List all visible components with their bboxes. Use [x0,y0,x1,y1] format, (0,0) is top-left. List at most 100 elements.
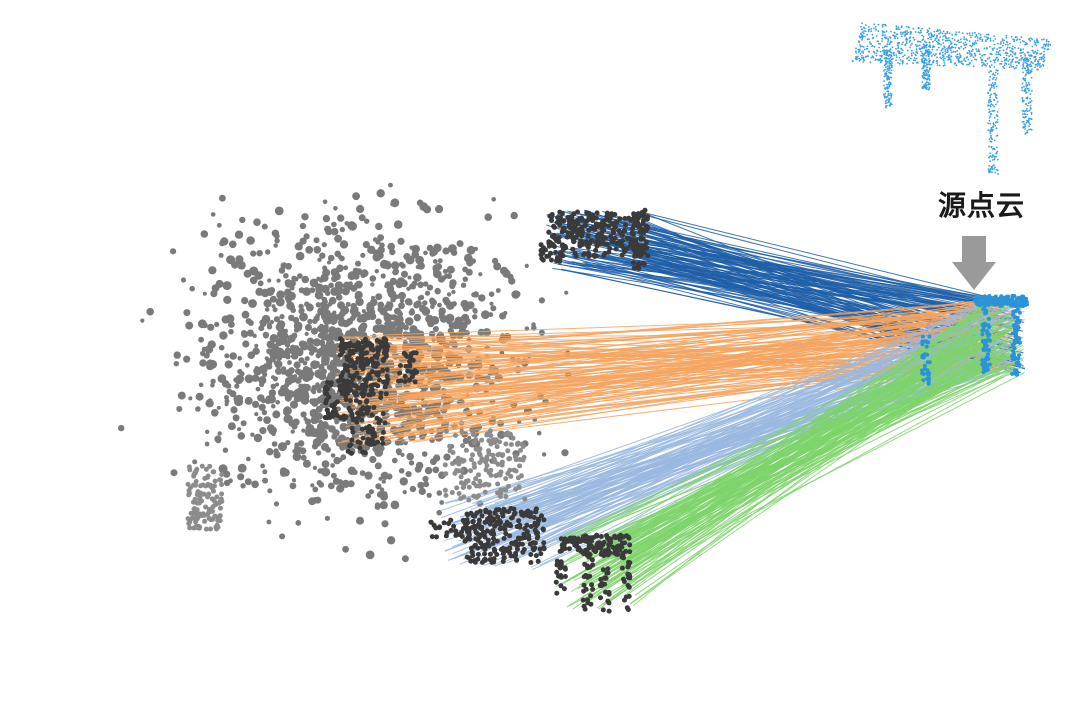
target-point [1020,294,1025,299]
source-point [976,50,978,53]
scene-point [340,454,347,461]
scene-point [325,290,331,296]
object-point [558,215,564,221]
target-point [986,333,991,338]
scene-point [369,275,377,282]
object-point [627,560,633,566]
object-point [214,494,220,500]
source-point [926,78,928,81]
scene-point [334,234,342,243]
scene-point [322,214,331,223]
source-point [883,95,886,98]
scene-point [221,380,230,388]
object-point [598,595,603,601]
source-point [884,100,887,103]
scene-point [292,478,296,483]
source-point [1001,38,1004,40]
source-point [999,54,1002,57]
object-point [636,261,641,266]
source-point [1047,40,1050,43]
object-point [610,544,616,550]
scene-point [449,331,458,340]
scene-point [198,382,204,388]
correspondence-line [404,300,1007,427]
target-point [1015,315,1020,320]
source-point [877,23,880,26]
source-point [881,40,883,42]
source-point [950,61,952,63]
scene-point [329,366,338,375]
scene-point [297,273,303,279]
target-point [1018,298,1023,303]
source-point [935,60,938,63]
scene-point [276,278,281,283]
source-point [924,40,926,43]
object-point [202,475,208,481]
source-point [964,44,967,46]
scene-point [244,362,250,368]
source-point [964,46,967,49]
object-point [469,549,475,555]
source-point [890,72,892,75]
correspondence-line [632,313,993,607]
source-point [989,122,991,125]
source-point [1010,65,1013,68]
scene-point [339,255,345,262]
target-point [1017,363,1022,368]
source-point [900,26,903,29]
source-point [890,51,893,54]
scene-point [315,353,321,359]
scene-point [390,296,396,303]
source-point [935,53,937,55]
scene-point [173,351,181,359]
object-point [606,591,612,597]
source-point [991,110,994,112]
scene-point [432,326,439,332]
source-point [993,139,996,142]
object-point [624,235,630,241]
source-point [993,157,996,159]
scene-point [224,395,229,400]
source-point [993,92,996,95]
source-point [937,30,939,32]
source-point [995,114,998,117]
scene-point [406,286,411,291]
scene-point [388,182,393,188]
object-point [456,491,462,496]
scene-point [363,312,369,318]
scene-point [261,223,268,230]
scene-point [405,471,412,478]
source-point [962,63,964,65]
scene-point [204,441,210,447]
scene-point [235,255,244,264]
scene-point [423,306,429,312]
scene-point [499,312,507,320]
source-point [887,41,889,43]
correspondence-line [365,323,990,384]
source-point [1030,76,1033,79]
scene-point [409,245,414,250]
source-point [855,50,857,52]
source-point [1026,51,1029,54]
scene-point [312,438,322,447]
scene-point [311,497,319,504]
scene-point [272,410,281,419]
scene-point [377,234,384,242]
source-point [942,30,945,33]
scene-point [352,273,360,280]
scene-point [322,199,328,205]
scene-point [424,290,431,296]
source-point [989,130,992,133]
scene-point [419,433,426,440]
scene-point [276,290,285,300]
scene-point [300,411,307,418]
source-point [989,39,992,42]
object-point [619,243,625,249]
source-point [994,81,997,84]
object-point [613,246,619,252]
object-point [470,519,476,525]
source-point [861,54,863,57]
source-point [987,168,990,170]
source-point [932,40,934,43]
object-point [486,510,492,516]
